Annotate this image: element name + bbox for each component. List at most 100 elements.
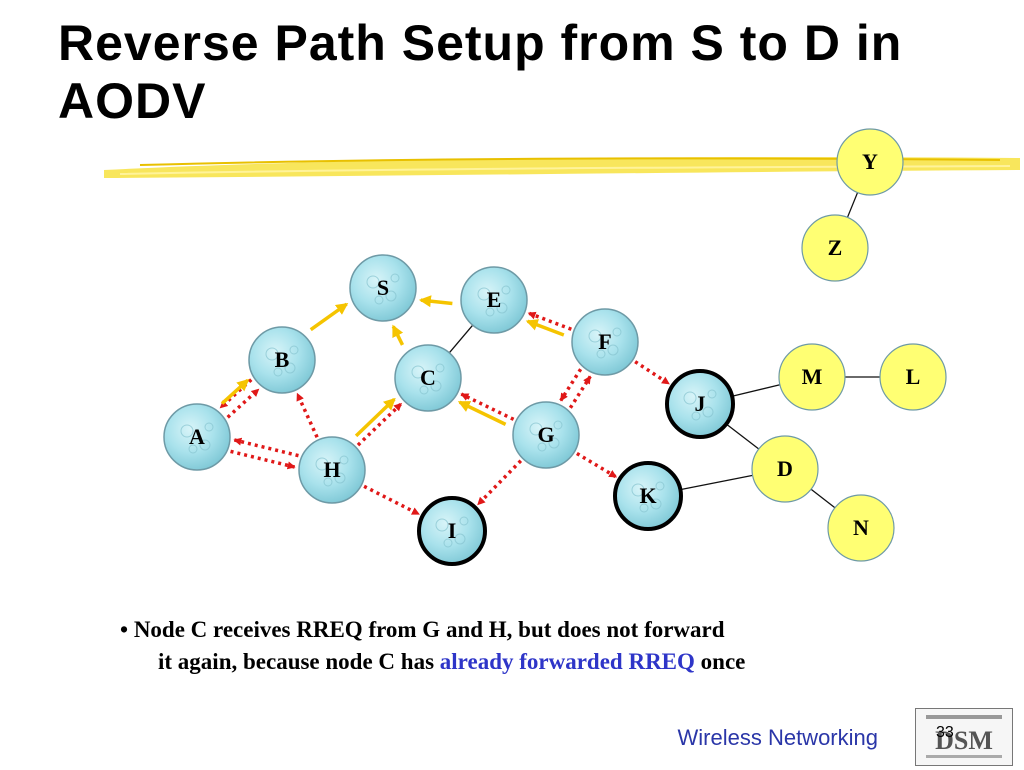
node-H-texture-1: [334, 472, 346, 484]
node-Y-label: Y: [862, 149, 878, 174]
node-S-texture-1: [385, 290, 397, 302]
rreq-arrow-A-H: [230, 449, 296, 470]
reverse-path-arrow-E-S: [418, 295, 453, 308]
node-A-circle: [163, 403, 231, 471]
reverse-path-arrow-H-C: [354, 397, 396, 438]
node-N-label: N: [853, 515, 869, 540]
rreq-arrow-F-E: [527, 311, 572, 331]
node-I-circle: [417, 496, 487, 566]
node-A-texture-3: [204, 422, 214, 432]
caption-line2-before: it again, because node C has: [158, 649, 440, 674]
rreq-arrow-G-K: [575, 451, 618, 479]
node-F: F: [571, 308, 639, 376]
node-J: J: [665, 369, 735, 439]
node-M-circle: [778, 343, 846, 411]
node-A-label: A: [189, 424, 205, 449]
node-J-texture-0: [683, 391, 697, 405]
link-D-N: [810, 488, 836, 509]
node-B-label: B: [275, 347, 290, 372]
node-I-texture-0: [435, 518, 449, 532]
node-D-circle: [751, 435, 819, 503]
node-L-label: L: [906, 364, 921, 389]
footer-text: Wireless Networking: [677, 725, 879, 750]
reverse-path-arrow-A-B: [220, 378, 250, 405]
node-C-texture-2: [419, 385, 429, 395]
node-A-texture-0: [180, 424, 194, 438]
node-G: G: [512, 401, 580, 469]
node-E-texture-3: [501, 285, 511, 295]
caption-bullet: •: [120, 617, 129, 642]
node-D-label: D: [777, 456, 793, 481]
node-I-texture-2: [443, 538, 453, 548]
reverse-path-arrow-F-E: [525, 319, 565, 337]
node-M: M: [778, 343, 846, 411]
node-K-label: K: [639, 483, 656, 508]
reverse-path-arrow-G-C: [457, 400, 507, 426]
node-I-texture-1: [454, 533, 466, 545]
node-S: S: [349, 254, 417, 322]
node-M-label: M: [802, 364, 823, 389]
node-K-texture-1: [650, 498, 662, 510]
rreq-arrows-layer: [219, 311, 670, 516]
link-Y-Z: [846, 192, 859, 218]
node-J-texture-3: [707, 389, 717, 399]
node-K-texture-0: [631, 483, 645, 497]
svg-text:DSM: DSM: [935, 726, 993, 755]
node-F-texture-2: [596, 349, 606, 359]
node-C-circle: [394, 344, 462, 412]
node-S-texture-2: [374, 295, 384, 305]
node-B-texture-0: [265, 347, 279, 361]
node-G-label: G: [537, 422, 554, 447]
node-G-circle: [512, 401, 580, 469]
node-I-label: I: [448, 518, 457, 543]
node-B-circle: [248, 326, 316, 394]
rreq-arrow-H-A: [233, 437, 299, 458]
node-F-texture-1: [607, 344, 619, 356]
node-N: N: [827, 494, 895, 562]
node-H-texture-2: [323, 477, 333, 487]
node-Y-circle: [836, 128, 904, 196]
node-E: E: [460, 266, 528, 334]
link-E-C: [448, 324, 474, 354]
node-E-label: E: [487, 287, 502, 312]
node-I: I: [417, 496, 487, 566]
node-S-texture-3: [390, 273, 400, 283]
node-F-circle: [571, 308, 639, 376]
rreq-arrow-H-I: [363, 484, 420, 516]
node-C-texture-1: [430, 380, 442, 392]
rreq-arrow-B-A: [219, 378, 253, 410]
node-J-label: J: [695, 391, 706, 416]
node-F-texture-3: [612, 327, 622, 337]
node-Z-circle: [801, 214, 869, 282]
caption-highlight: already forwarded RREQ: [439, 649, 695, 674]
node-K-circle: [613, 461, 683, 531]
rreq-arrow-G-I: [476, 459, 523, 506]
slide-title: Reverse Path Setup from S to D in AODV: [58, 15, 903, 129]
rreq-arrow-H-B: [295, 392, 319, 438]
node-K: K: [613, 461, 683, 531]
caption-text: • Node C receives RREQ from G and H, but…: [120, 614, 890, 678]
node-S-texture-0: [366, 275, 380, 289]
reverse-path-arrows-layer: [220, 295, 565, 438]
node-A: A: [163, 403, 231, 471]
node-L-circle: [879, 343, 947, 411]
node-S-label: S: [377, 275, 389, 300]
node-A-texture-1: [199, 439, 211, 451]
link-K-D: [680, 474, 753, 491]
rreq-arrow-F-J: [634, 360, 670, 386]
node-H-texture-3: [339, 455, 349, 465]
node-F-label: F: [598, 329, 611, 354]
node-K-texture-3: [655, 481, 665, 491]
node-B-texture-2: [273, 367, 283, 377]
node-A-texture-2: [188, 444, 198, 454]
node-J-texture-2: [691, 411, 701, 421]
rreq-arrow-H-C: [356, 402, 403, 447]
reverse-path-arrow-C-S: [391, 324, 405, 346]
dsm-logo: DSM: [915, 708, 1013, 766]
node-D: D: [751, 435, 819, 503]
node-E-texture-2: [485, 307, 495, 317]
node-G-texture-3: [553, 420, 563, 430]
rreq-arrow-G-C: [460, 392, 515, 421]
node-H-texture-0: [315, 457, 329, 471]
